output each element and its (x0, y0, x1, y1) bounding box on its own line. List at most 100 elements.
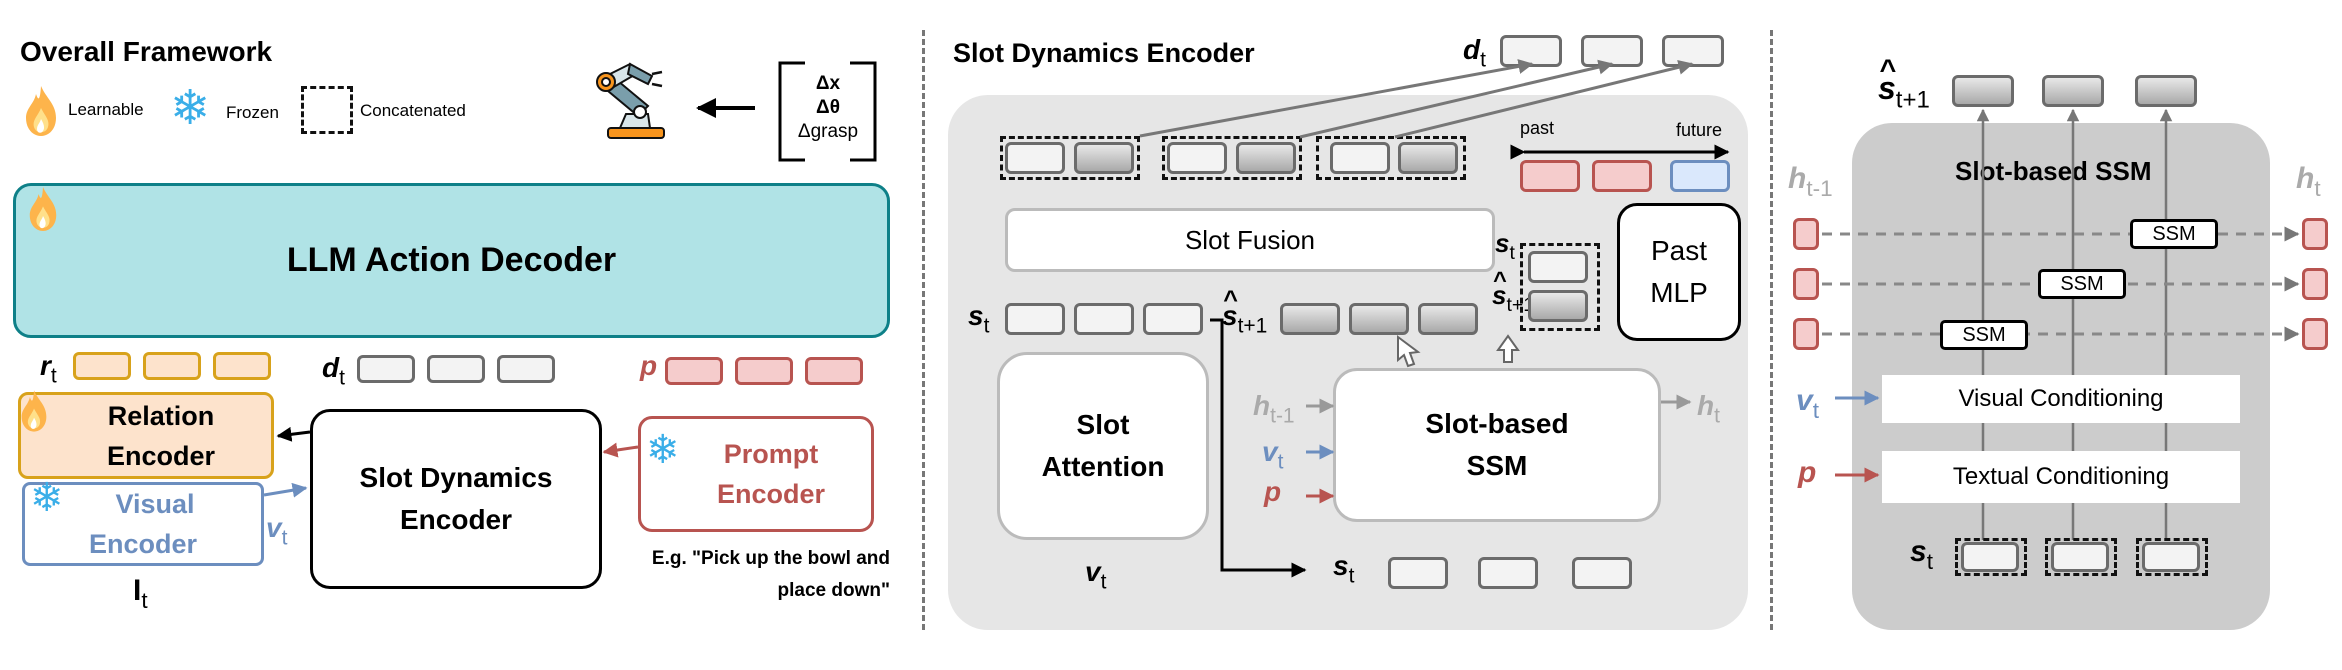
prompt-tokens-label: p (640, 350, 658, 381)
fusion-to-dt-arrow (1139, 59, 1534, 138)
panel-divider (922, 30, 925, 630)
hidden-state-out-token (2302, 318, 2328, 350)
slot-attention-output-arrow (1210, 318, 1307, 578)
predicted-slot-token (1398, 142, 1458, 174)
slot-token (2142, 542, 2200, 572)
relation-encoder: Relation Encoder (18, 392, 274, 479)
sde-dt-label: dt (1463, 34, 1486, 72)
action-vector-bracket-left (778, 61, 805, 162)
hidden-state-out-token (2302, 268, 2328, 300)
visual-encoder: Visual Encoder (22, 482, 264, 566)
sde-vt-label: vt (1262, 436, 1284, 474)
ssm-h-next-label: ht (2296, 162, 2321, 201)
slot-dynamics-encoder-label-1: Slot Dynamics (359, 462, 553, 493)
relation-token (213, 352, 271, 380)
future-label: future (1676, 120, 1723, 140)
llm-action-decoder: LLM Action Decoder (13, 183, 890, 338)
slot-token (1143, 303, 1203, 335)
sde-h-next-label: ht (1697, 390, 1720, 428)
slot-dynamics-encoder-label-2: Encoder (399, 504, 513, 535)
past-token (1520, 160, 1580, 192)
predicted-slot-token (1349, 303, 1409, 335)
legend-learnable-label: Learnable (68, 100, 144, 119)
slot-token (1074, 303, 1134, 335)
slot-based-ssm-block: Slot-based SSM (1333, 368, 1661, 522)
future-token (1670, 160, 1730, 192)
relation-token (143, 352, 201, 380)
action-vector: Δx Δθ Δgrasp (790, 72, 866, 144)
snowflake-icon: ❄ (170, 82, 211, 135)
past-mlp: Past MLP (1617, 203, 1741, 341)
slot-token (1005, 303, 1065, 335)
prompt-example-line-1: E.g. "Pick up the bowl and (651, 548, 890, 569)
ssm-detail-title: Slot-based SSM (1955, 156, 2152, 186)
predicted-slot-token (1418, 303, 1478, 335)
ssm-block: SSM (1940, 320, 2028, 350)
fusion-to-dt-arrow (1299, 59, 1614, 139)
action-dtheta: Δθ (816, 97, 840, 118)
visual-conditioning: Visual Conditioning (1882, 375, 2240, 423)
sde-concat-st-label: st (1495, 228, 1515, 264)
prompt-token (805, 357, 863, 385)
slot-token (1005, 142, 1065, 174)
prompt-encoder-label-1: Prompt (723, 439, 819, 469)
predicted-slot-token (1952, 75, 2014, 107)
slot-token (1961, 542, 2019, 572)
slot-token (1167, 142, 1227, 174)
visual-feature-label: vt (266, 512, 288, 550)
predicted-slot-token (1074, 142, 1134, 174)
llm-action-decoder-label: LLM Action Decoder (286, 241, 617, 279)
dynamics-tokens-label: dt (322, 352, 345, 390)
sde-h-prev-label: ht-1 (1253, 390, 1295, 428)
visual-encoder-label-1: Visual (115, 489, 195, 519)
slot-token (1330, 142, 1390, 174)
past-label: past (1520, 118, 1555, 138)
relation-tokens-label: rt (40, 350, 57, 388)
sde-p-label: p (1264, 476, 1282, 507)
relation-encoder-label-2: Encoder (106, 440, 216, 471)
action-vector-bracket-right (850, 61, 877, 162)
textual-conditioning: Textual Conditioning (1882, 451, 2240, 503)
ssm-block: SSM (2130, 219, 2218, 249)
hollow-up-arrow-icon (1496, 334, 1520, 363)
action-dx: Δx (815, 73, 841, 94)
slot-attention-label-2: Attention (1041, 451, 1165, 482)
legend-concatenated-label: Concatenated (360, 101, 466, 120)
concat-pair-group (1316, 136, 1466, 180)
slot-dynamics-encoder-block: Slot Dynamics Encoder (310, 409, 602, 589)
cursor-icon (1397, 335, 1421, 368)
slot-input-group (1955, 538, 2027, 576)
visual-to-sde-arrow (263, 482, 308, 498)
sde-title: Slot Dynamics Encoder (953, 38, 1255, 68)
concat-state-group (1520, 243, 1600, 331)
snowflake-icon: ❄ (646, 428, 680, 472)
prompt-example: E.g. "Pick up the bowl and place down" (600, 543, 890, 607)
past-token (1592, 160, 1652, 192)
snowflake-icon: ❄ (30, 476, 64, 520)
slot-fusion: Slot Fusion (1005, 208, 1495, 272)
dynamics-token (497, 355, 555, 383)
overall-framework-title: Overall Framework (20, 36, 273, 67)
concat-pair-group (1000, 136, 1140, 180)
dynamics-token (357, 355, 415, 383)
ssm-block: SSM (2038, 269, 2126, 299)
predicted-slot-token (2042, 75, 2104, 107)
prompt-encoder-label-2: Encoder (716, 479, 826, 509)
slot-fusion-label: Slot Fusion (1184, 224, 1316, 255)
sde-bottom-st-label: st (1333, 550, 1355, 588)
ssm-p-label: p (1798, 456, 1817, 489)
hidden-state-in-token (1793, 218, 1819, 250)
predicted-slot-token (1528, 290, 1588, 322)
sde-vt-input-label: vt (1085, 556, 1107, 594)
slot-input-group (2045, 538, 2117, 576)
ssm-st-label: st (1910, 535, 1933, 574)
past-mlp-label-1: Past (1650, 235, 1708, 266)
prompt-encoder: Prompt Encoder (638, 416, 874, 532)
panel-divider (1770, 30, 1773, 630)
prompt-to-sde-arrow (602, 442, 639, 458)
dynamics-token (427, 355, 485, 383)
ssm-block-label-1: Slot-based (1425, 408, 1569, 439)
predicted-slot-token (1236, 142, 1296, 174)
